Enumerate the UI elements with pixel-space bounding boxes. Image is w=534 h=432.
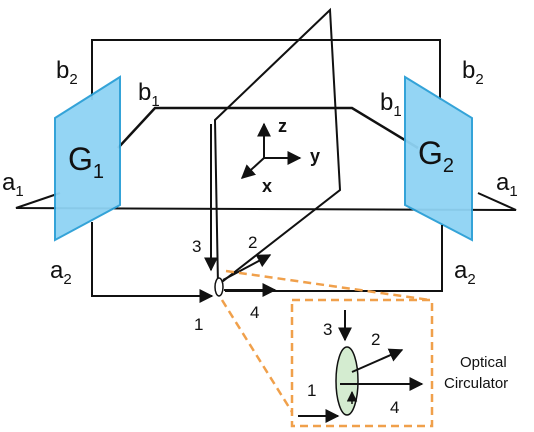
port2-label: 2	[248, 233, 257, 252]
label-a1-right: a1	[496, 169, 518, 200]
label-b1-left: b1	[138, 79, 160, 110]
beam-b1-path	[117, 106, 419, 150]
inset-circulator	[335, 346, 359, 416]
inset-box	[290, 298, 434, 428]
grating-g2-label: G2	[418, 135, 454, 177]
label-a1-left: a1	[2, 169, 24, 200]
label-a2-right: a2	[454, 257, 476, 288]
inset-port4-label: 4	[390, 398, 399, 417]
vertical-plane	[213, 7, 342, 288]
port2-arrow	[222, 254, 272, 281]
beam-b2-path	[91, 39, 441, 100]
caption-line-1: Optical	[460, 354, 507, 371]
zoom-line-top	[225, 269, 431, 302]
beam-a2-path	[91, 222, 214, 303]
grating-g2	[404, 75, 473, 242]
inset-port2-arrow	[351, 348, 404, 373]
circulator-small	[214, 277, 224, 297]
label-b2-right: b2	[462, 57, 484, 88]
axis-y-label: y	[310, 146, 320, 166]
port4-label: 4	[250, 303, 259, 322]
grating-g1-label: G1	[68, 141, 104, 183]
label-a2-left: a2	[50, 257, 72, 288]
inset-port1-label: 1	[307, 381, 316, 400]
inset-port2-label: 2	[371, 330, 380, 349]
axis-x-line	[240, 157, 265, 179]
grating-g1	[54, 75, 121, 242]
beam-a1-path	[15, 192, 517, 211]
port3-label: 3	[192, 237, 201, 256]
label-b1-right: b1	[380, 89, 402, 120]
caption-line-2: Circulator	[444, 375, 508, 392]
axis-x-label: x	[262, 176, 272, 196]
inset-port3-label: 3	[323, 320, 332, 339]
port1-label: 1	[194, 315, 203, 334]
beam-a2-return-path	[225, 225, 443, 292]
label-b2-left: b2	[56, 57, 78, 88]
axis-z-label: z	[278, 116, 287, 136]
zoom-line-bottom	[220, 299, 294, 413]
